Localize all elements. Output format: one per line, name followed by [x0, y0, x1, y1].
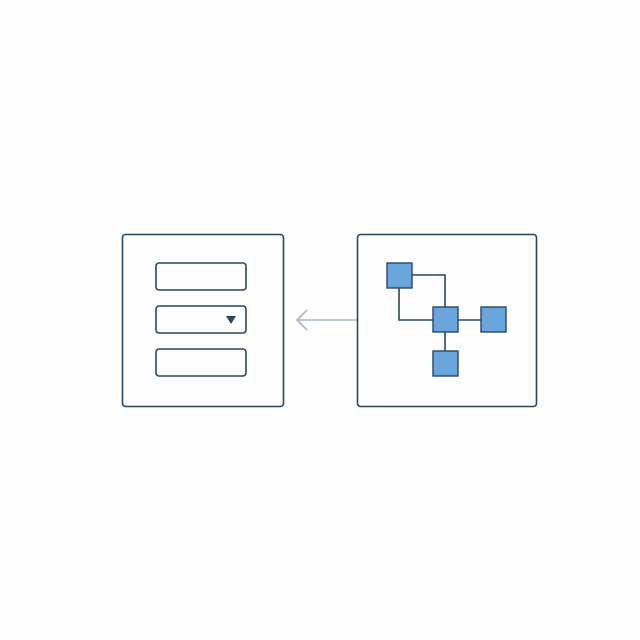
form-field-1 — [155, 262, 247, 291]
graph-node-4 — [432, 350, 459, 377]
graph-panel — [356, 233, 538, 408]
graph-node-3 — [480, 306, 507, 333]
graph-node-1 — [386, 262, 413, 289]
form-dropdown-field — [155, 305, 247, 334]
arrow-left-icon — [295, 309, 357, 331]
form-field-3 — [155, 348, 247, 377]
edge-2 — [398, 288, 433, 321]
graph-edges — [398, 274, 481, 351]
graph-node-2 — [432, 306, 459, 333]
form-panel — [121, 233, 285, 408]
caret-down-icon — [226, 316, 236, 324]
edge-1 — [412, 274, 446, 307]
